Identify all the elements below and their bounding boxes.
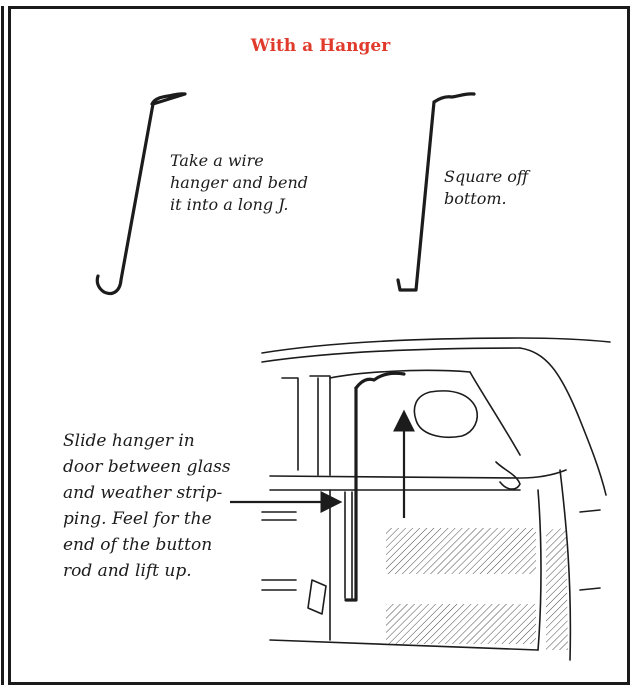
- body-shading-rear: [546, 528, 568, 650]
- door-shading-lower: [386, 604, 536, 644]
- door-shading-upper: [386, 528, 536, 574]
- squared-hanger-icon: [398, 94, 474, 290]
- j-hanger-icon: [97, 94, 185, 294]
